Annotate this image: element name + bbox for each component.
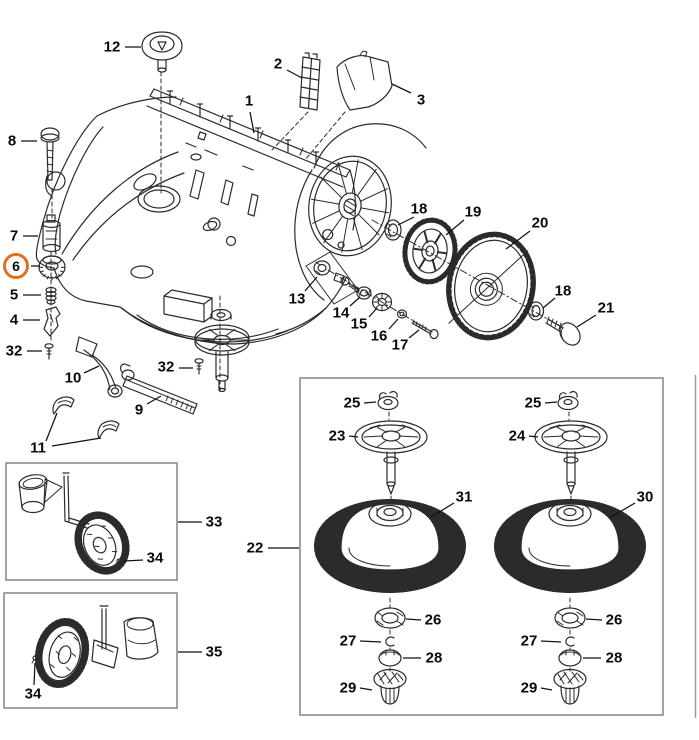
part-callout-35[interactable]: 35 (205, 643, 223, 661)
part-callout-28b[interactable]: 28 (605, 649, 623, 667)
part-callout-17[interactable]: 17 (391, 336, 409, 354)
part-callout-8[interactable]: 8 (7, 132, 17, 150)
part-callout-26a[interactable]: 26 (424, 611, 442, 629)
part-21-plug (545, 316, 581, 346)
part-2-insert (299, 52, 321, 111)
part-callout-29b[interactable]: 29 (520, 679, 538, 697)
part-12-knob (141, 31, 183, 73)
part-32-screw-center (194, 358, 204, 375)
part-18-bearing-left (384, 219, 402, 241)
part-callout-24[interactable]: 24 (508, 427, 526, 445)
part-callout-32a[interactable]: 32 (5, 342, 23, 360)
kit-box-33 (5, 462, 178, 581)
part-1-rail (146, 88, 351, 188)
part-callout-23[interactable]: 23 (328, 427, 346, 445)
kit-35-contents (31, 605, 159, 689)
part-callout-9[interactable]: 9 (134, 401, 144, 419)
part-callout-22[interactable]: 22 (246, 539, 264, 557)
part-callout-29a[interactable]: 29 (339, 679, 357, 697)
part-callout-34b[interactable]: 34 (24, 685, 42, 703)
blade-disc-assembly (194, 308, 250, 393)
part-callout-25a[interactable]: 25 (343, 394, 361, 412)
part-callout-28a[interactable]: 28 (425, 649, 443, 667)
kit-box-35 (3, 592, 178, 709)
part-4-bracket (43, 306, 61, 337)
part-9-rail-bar (119, 363, 198, 415)
part-callout-16[interactable]: 16 (370, 327, 388, 345)
part-callout-19[interactable]: 19 (464, 203, 482, 221)
part-callout-7[interactable]: 7 (9, 227, 19, 245)
part-callout-33[interactable]: 33 (205, 513, 223, 531)
part-callout-10[interactable]: 10 (64, 369, 82, 387)
part-callout-15[interactable]: 15 (350, 315, 368, 333)
part-callout-34a[interactable]: 34 (146, 549, 164, 567)
part-callout-3[interactable]: 3 (416, 91, 426, 109)
part-callout-32b[interactable]: 32 (157, 358, 175, 376)
part-8-screw (40, 127, 60, 181)
mower-body (35, 96, 427, 345)
part-11-clips (52, 396, 120, 439)
part-callout-27b[interactable]: 27 (520, 632, 538, 650)
part-callout-21[interactable]: 21 (597, 299, 615, 317)
assembly-axis-lines (50, 71, 561, 391)
part-callout-13[interactable]: 13 (288, 290, 306, 308)
part-callout-18a[interactable]: 18 (410, 200, 428, 218)
part-callout-11[interactable]: 11 (30, 439, 46, 457)
part-19-gear-wheel (402, 217, 458, 285)
body-wheel (308, 155, 392, 257)
part-callout-4[interactable]: 4 (9, 311, 19, 329)
part-6-coupling (38, 255, 66, 281)
part-callout-20[interactable]: 20 (531, 214, 549, 232)
part-3-cover (336, 50, 393, 111)
part-callout-18b[interactable]: 18 (554, 282, 572, 300)
callout-leader-lines (21, 46, 636, 691)
part-callout-25b[interactable]: 25 (524, 394, 542, 412)
part-32-screw-left (44, 343, 54, 360)
kit-box-22 (299, 377, 664, 716)
axle-parts (305, 251, 439, 340)
part-callout-27a[interactable]: 27 (339, 632, 357, 650)
part-20-wheel (446, 231, 536, 341)
part-callout-5[interactable]: 5 (9, 286, 19, 304)
part-callout-31[interactable]: 31 (455, 488, 473, 506)
part-callout-30[interactable]: 30 (636, 488, 654, 506)
part-18-bearing-right (527, 301, 545, 321)
part-callout-26b[interactable]: 26 (605, 611, 623, 629)
part-5-spring (45, 286, 57, 305)
part-callout-12[interactable]: 12 (103, 38, 121, 56)
part-callout-2[interactable]: 2 (273, 55, 283, 73)
part-callout-1[interactable]: 1 (244, 92, 254, 110)
part-7-solenoid (42, 214, 61, 253)
kit-33-contents (18, 472, 130, 575)
part-callout-14[interactable]: 14 (332, 304, 350, 322)
part-callout-6[interactable]: 6 (3, 253, 29, 279)
part-10-lever (75, 336, 123, 398)
